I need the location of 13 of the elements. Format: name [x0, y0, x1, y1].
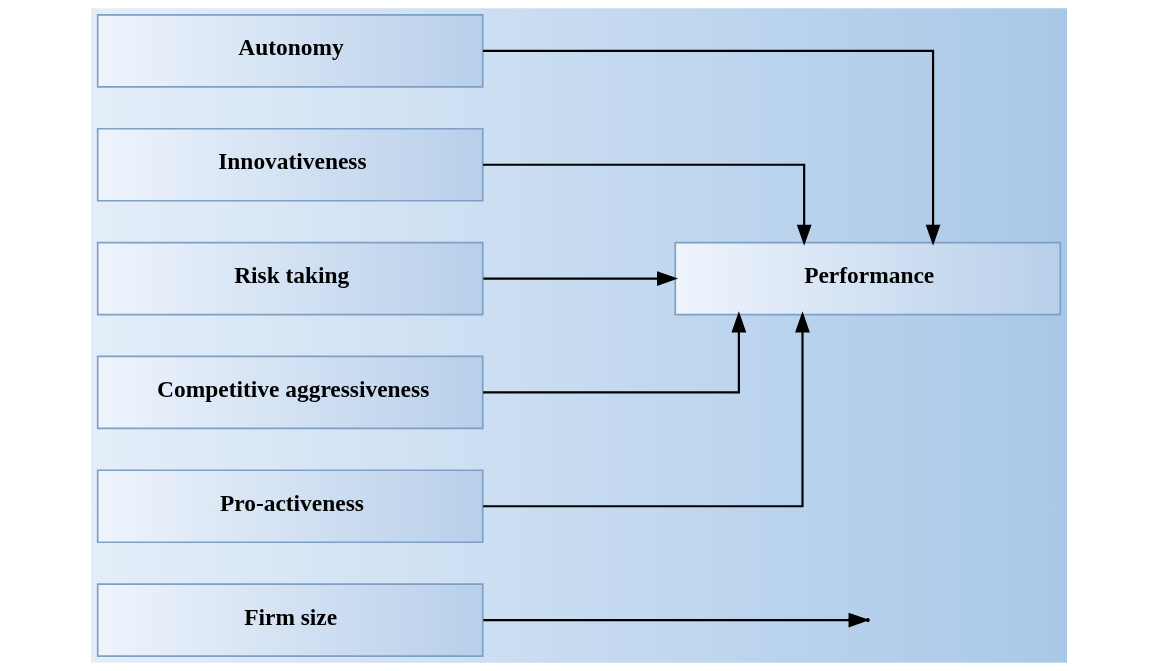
arrow [482, 311, 810, 508]
node-box: Innovativeness [96, 127, 484, 202]
node-box: Risk taking [96, 241, 484, 316]
arrow [482, 612, 870, 628]
node-box: Autonomy [96, 14, 484, 88]
node-box: Pro-activeness [96, 469, 484, 544]
arrow [482, 163, 812, 246]
arrow [482, 49, 940, 246]
arrow [482, 311, 746, 394]
node-box: Firm size [96, 583, 484, 657]
node-box: Performance [673, 241, 1061, 316]
node-box: Competitive aggressiveness [96, 355, 484, 430]
arrow [482, 271, 678, 286]
